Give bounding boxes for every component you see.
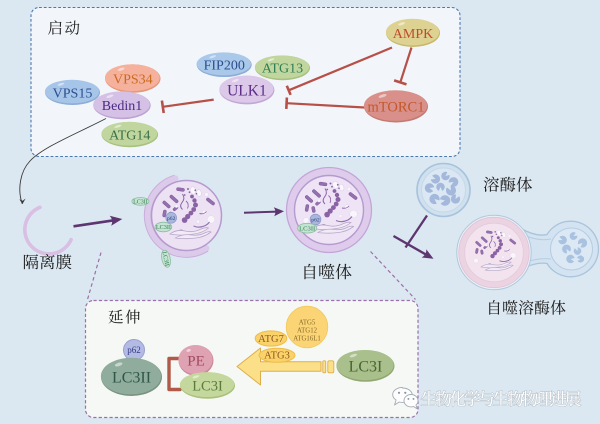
- svg-text:ATG14: ATG14: [109, 128, 150, 143]
- svg-text:LC3II: LC3II: [299, 225, 315, 232]
- svg-text:LC3I: LC3I: [349, 358, 383, 375]
- svg-text:p62: p62: [127, 345, 141, 355]
- svg-text:ATG12: ATG12: [297, 328, 318, 335]
- svg-text:LC3II: LC3II: [112, 369, 151, 386]
- svg-text:ATG7: ATG7: [258, 334, 284, 345]
- svg-text:Bedin1: Bedin1: [102, 99, 142, 114]
- svg-text:VPS15: VPS15: [53, 86, 93, 101]
- svg-text:ATG5: ATG5: [299, 320, 316, 327]
- svg-text:AMPK: AMPK: [393, 27, 433, 42]
- svg-text:p62: p62: [311, 218, 320, 224]
- svg-text:FIP200: FIP200: [204, 59, 245, 74]
- svg-text:LC3I: LC3I: [192, 378, 223, 394]
- svg-text:mTORC1: mTORC1: [368, 99, 425, 115]
- svg-text:ATG16L1: ATG16L1: [293, 336, 321, 343]
- svg-text:VPS34: VPS34: [113, 72, 153, 87]
- svg-text:p62: p62: [167, 216, 176, 222]
- svg-text:LC3II: LC3II: [156, 224, 171, 231]
- svg-text:ULK1: ULK1: [227, 82, 267, 99]
- svg-text:ATG13: ATG13: [262, 62, 303, 77]
- svg-text:ATG3: ATG3: [264, 351, 290, 362]
- svg-text:PE: PE: [187, 354, 205, 370]
- svg-text:LC3II: LC3II: [133, 199, 148, 205]
- svg-text:LC3II: LC3II: [161, 251, 170, 267]
